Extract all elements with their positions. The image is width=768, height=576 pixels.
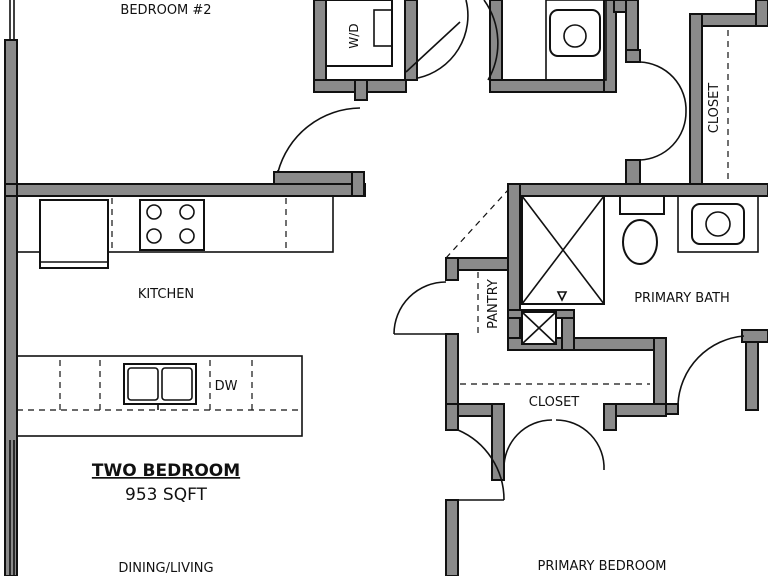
closet-center-label: CLOSET — [529, 395, 580, 410]
kitchen-counter — [16, 195, 334, 269]
door-swings — [277, 0, 745, 501]
plan-area: 953 SQFT — [125, 485, 208, 505]
room-labels: BEDROOM #2 KITCHEN DW TWO BEDROOM 953 SQ… — [92, 3, 730, 576]
plan-title: TWO BEDROOM — [92, 461, 240, 481]
linen-box — [521, 311, 557, 345]
stove-icon — [139, 199, 205, 251]
sink-icon — [123, 363, 197, 410]
shower-icon — [521, 195, 605, 305]
primary-bath-label: PRIMARY BATH — [634, 291, 730, 306]
kitchen-island — [16, 355, 303, 437]
bedroom2-label: BEDROOM #2 — [120, 3, 211, 18]
pantry-label: PANTRY — [486, 279, 501, 329]
kitchen-label: KITCHEN — [138, 287, 194, 302]
primary-bedroom-label: PRIMARY BEDROOM — [538, 559, 667, 574]
window-lines — [9, 0, 15, 576]
vanity-sink-icon — [677, 195, 759, 253]
refrigerator — [39, 199, 109, 269]
washer-dryer-icon — [325, 0, 393, 67]
dining-living-label: DINING/LIVING — [118, 561, 213, 576]
walls — [4, 0, 768, 576]
washer-dryer-label: W/D — [347, 23, 361, 48]
dishwasher-label: DW — [215, 379, 238, 394]
toilet-icon — [619, 195, 665, 265]
closet-right-label: CLOSET — [707, 83, 722, 134]
bath-sink-icon — [545, 0, 607, 81]
